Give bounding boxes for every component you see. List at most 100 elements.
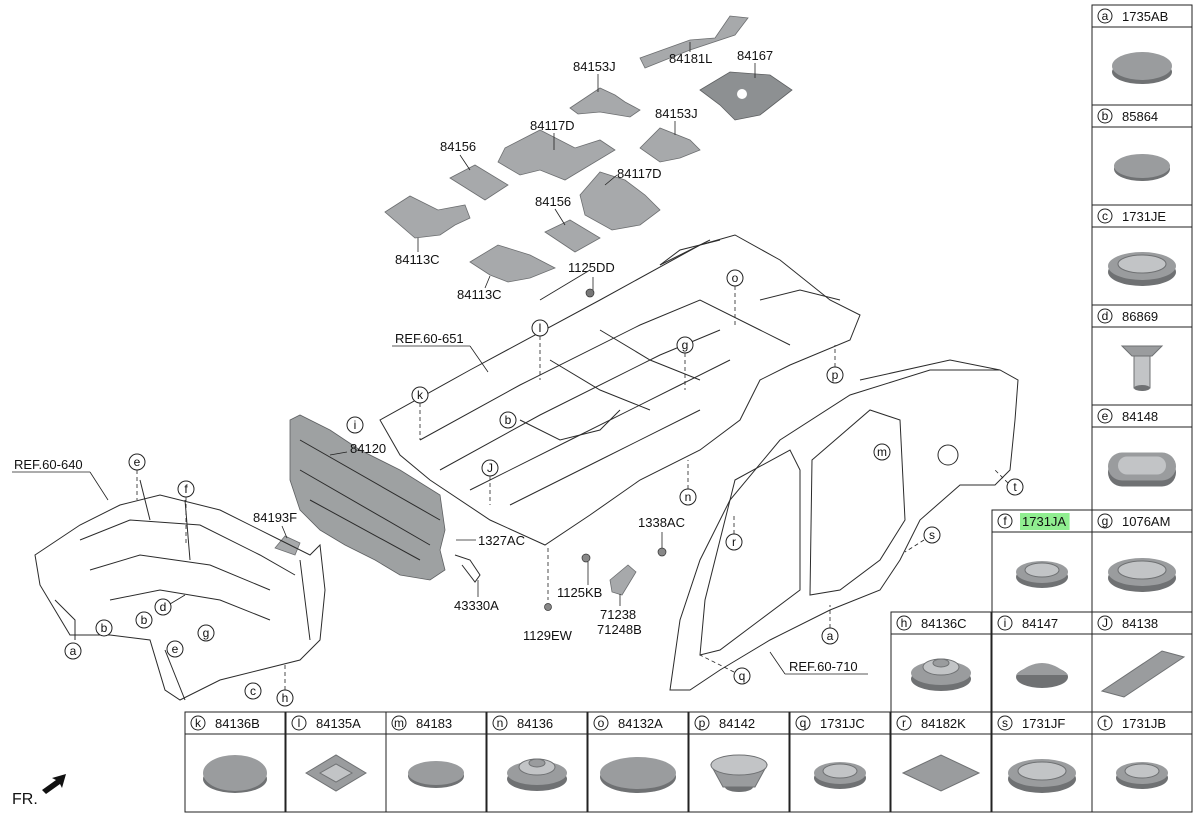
plug-stepped-icon	[507, 758, 567, 791]
svg-text:f: f	[184, 482, 188, 496]
part-letter-h: h	[896, 615, 912, 631]
svg-text:h: h	[282, 691, 289, 705]
label-84117D-left: 84117D	[530, 118, 575, 133]
svg-text:b: b	[141, 613, 148, 627]
part-number-n: 84136	[517, 716, 553, 731]
svg-text:l: l	[539, 321, 542, 335]
part-number-d: 86869	[1122, 309, 1158, 324]
part-letter-p: p	[694, 715, 710, 731]
part-cell-h: h 84136C	[890, 611, 992, 713]
part-letter-d: d	[1097, 308, 1113, 324]
front-arrow-icon	[42, 774, 66, 794]
part-cell-a: a 1735AB	[1091, 4, 1193, 106]
svg-text:e: e	[172, 642, 179, 656]
dash-panel: 84120 84193F 1327AC 43330A	[253, 414, 525, 613]
part-number-q: 1731JC	[820, 716, 865, 731]
pad-diamond-icon	[901, 754, 981, 792]
plug-dome-icon	[1112, 52, 1172, 84]
svg-text:s: s	[929, 528, 935, 542]
plug-stepped-icon	[911, 658, 971, 691]
label-ref-60-710: REF.60-710	[789, 659, 858, 674]
part-number-f: 1731JA	[1022, 514, 1066, 529]
label-84156-upper: 84156	[440, 139, 476, 154]
plug-rim-small-icon	[1116, 762, 1168, 789]
marker-d: d	[154, 594, 186, 616]
part-cell-d: d 86869	[1091, 304, 1193, 406]
clip-icon	[1120, 345, 1164, 391]
part-number-b: 85864	[1122, 109, 1158, 124]
marker-c: c	[244, 682, 262, 700]
insulation-pads	[384, 15, 793, 283]
label-71238: 71238	[600, 607, 636, 622]
marker-r: r	[725, 515, 743, 551]
marker-h: h	[276, 662, 294, 707]
part-number-a: 1735AB	[1122, 9, 1168, 24]
marker-b-front-1: b	[95, 619, 113, 637]
label-71248B: 71248B	[597, 622, 642, 637]
marker-a-side: a	[821, 605, 839, 645]
part-number-o: 84132A	[618, 716, 663, 731]
part-letter-t: t	[1097, 715, 1113, 731]
label-1125KB: 1125KB	[557, 585, 602, 600]
part-letter-a: a	[1097, 8, 1113, 24]
label-84117D-right: 84117D	[617, 166, 662, 181]
svg-text:i: i	[1004, 616, 1007, 630]
part-cell-p: p 84142	[688, 711, 790, 813]
label-1125DD: 1125DD	[568, 260, 615, 275]
floor-pan	[379, 234, 861, 546]
part-letter-f: f	[997, 513, 1013, 529]
plug-square-icon	[305, 754, 367, 792]
part-letter-q: q	[795, 715, 811, 731]
svg-text:b: b	[101, 621, 108, 635]
marker-s: s	[904, 526, 941, 553]
svg-text:r: r	[732, 535, 736, 549]
side-body	[669, 359, 1019, 691]
svg-text:o: o	[732, 271, 739, 285]
marker-e-front: e	[128, 453, 146, 500]
part-number-i: 84147	[1022, 616, 1058, 631]
svg-text:r: r	[902, 716, 906, 730]
front-indicator: FR.	[12, 774, 66, 808]
pad-84113C-left	[384, 195, 471, 239]
disc-flat-icon	[408, 761, 464, 788]
part-number-k: 84136B	[215, 716, 260, 731]
part-cell-o: o 84132A	[587, 711, 689, 813]
label-ref-60-651: REF.60-651	[395, 331, 464, 346]
part-number-p: 84142	[719, 716, 755, 731]
svg-text:n: n	[497, 716, 504, 730]
part-letter-c: c	[1097, 208, 1113, 224]
plug-rim-icon	[1008, 759, 1076, 793]
svg-text:p: p	[699, 716, 706, 730]
pad-84117D-left	[497, 129, 616, 181]
svg-text:m: m	[394, 716, 404, 730]
marker-l: l	[531, 319, 549, 380]
svg-text:k: k	[417, 388, 424, 402]
svg-text:m: m	[877, 445, 887, 459]
marker-q: q	[699, 654, 751, 685]
marker-i: i	[346, 416, 364, 434]
svg-text:g: g	[682, 338, 689, 352]
part-cell-n: n 84136	[486, 711, 588, 813]
pad-84156-upper	[449, 164, 509, 201]
part-letter-r: r	[896, 715, 912, 731]
marker-J: J	[481, 459, 499, 505]
pad-callouts: 84181L 84167 84153J 84153J 84117D 84117D…	[395, 42, 773, 302]
part-number-h: 84136C	[921, 616, 967, 631]
pad-84117D-right	[579, 171, 661, 231]
part-cell-b: b 85864	[1091, 104, 1193, 206]
svg-text:o: o	[598, 716, 605, 730]
disc-flat-icon	[1114, 154, 1170, 181]
part-letter-s: s	[997, 715, 1013, 731]
svg-text:e: e	[1102, 409, 1109, 423]
disc-large-icon	[600, 757, 676, 793]
svg-text:d: d	[160, 600, 167, 614]
plug-cone-icon	[1016, 663, 1068, 688]
part-number-l: 84135A	[316, 716, 361, 731]
part-letter-b: b	[1097, 108, 1113, 124]
plug-dome-large-icon	[203, 755, 267, 793]
label-84156-lower: 84156	[535, 194, 571, 209]
plug-rim-icon	[1108, 558, 1176, 592]
